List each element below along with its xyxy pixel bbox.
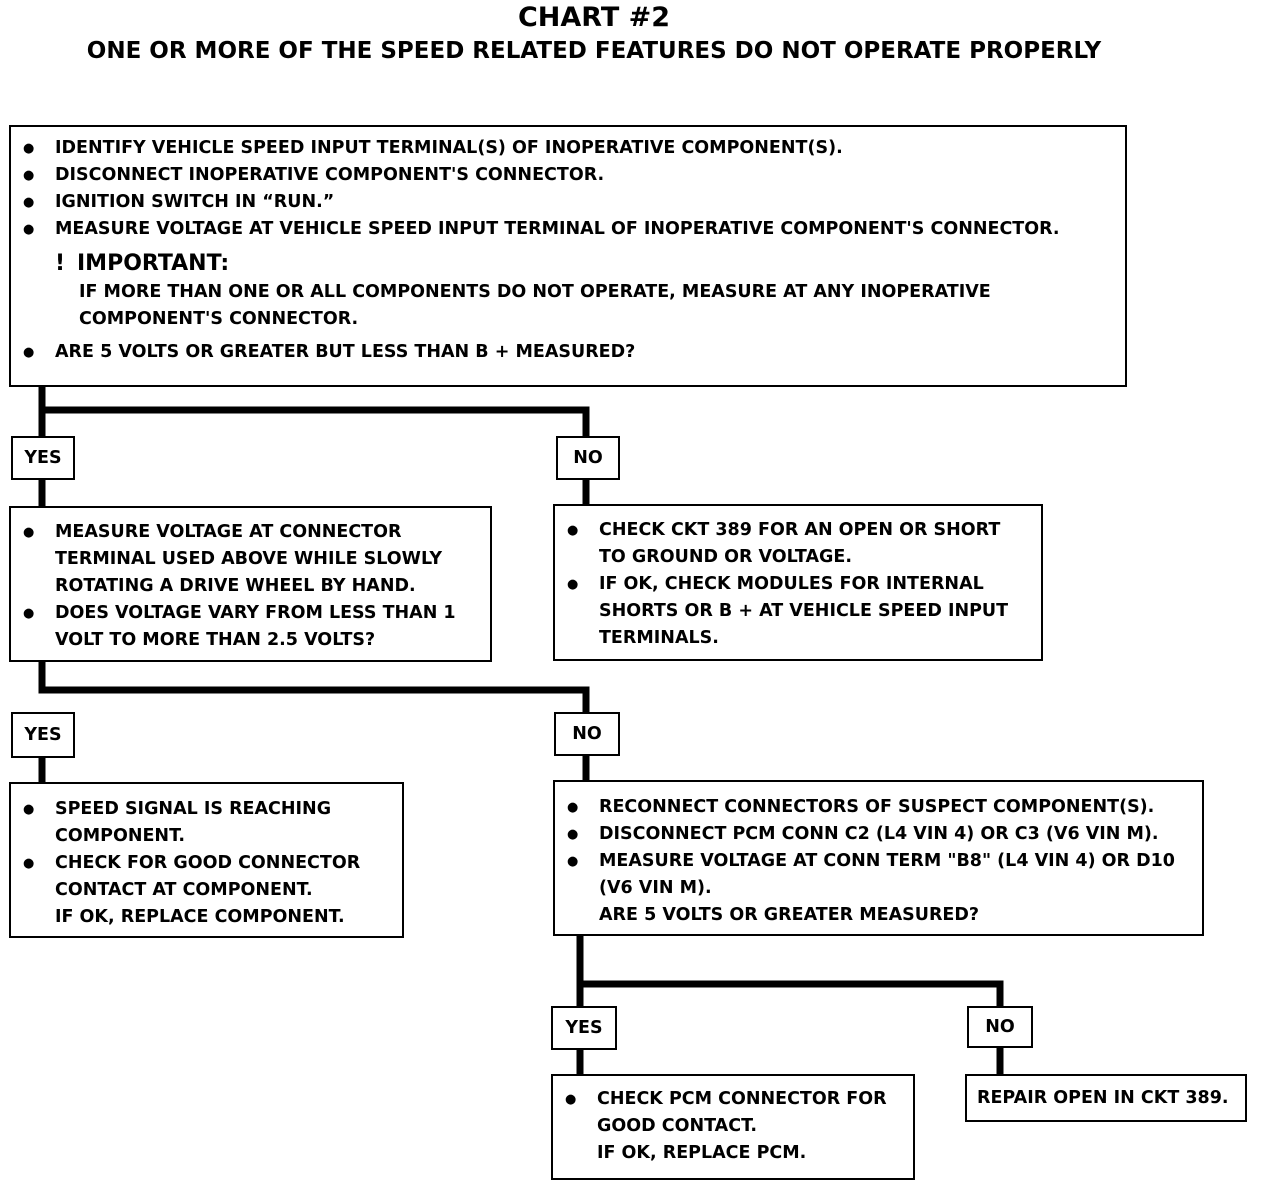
step-5-item-3: MEASURE VOLTAGE AT CONN TERM "B8" (L4 VI…	[555, 848, 1192, 902]
exclamation-icon: !	[55, 251, 66, 276]
chart-subtitle: ONE OR MORE OF THE SPEED RELATED FEATURE…	[86, 38, 1102, 64]
no-label-2: NO	[554, 712, 620, 756]
step-4-item-2: CHECK FOR GOOD CONNECTOR CONTACT AT COMP…	[11, 850, 394, 904]
yes-label-1: YES	[11, 436, 75, 480]
step-1-item-1: IDENTIFY VEHICLE SPEED INPUT TERMINAL(S)…	[11, 135, 1125, 162]
step-6-item-1: CHECK PCM CONNECTOR FOR GOOD CONTACT.	[553, 1086, 905, 1140]
step-4-item-1: SPEED SIGNAL IS REACHING COMPONENT.	[11, 796, 394, 850]
step-1-item-3: IGNITION SWITCH IN “RUN.”	[11, 189, 1125, 216]
chart-title: CHART #2	[517, 2, 671, 33]
branch-line-2	[38, 656, 590, 716]
step-3-item-1: CHECK CKT 389 FOR AN OPEN OR SHORT TO GR…	[555, 517, 1031, 571]
step-1-item-2: DISCONNECT INOPERATIVE COMPONENT'S CONNE…	[11, 162, 1125, 189]
step-3-item-2: IF OK, CHECK MODULES FOR INTERNAL SHORTS…	[555, 571, 1031, 652]
step-4-extra: IF OK, REPLACE COMPONENT.	[55, 907, 345, 927]
step-7-text: REPAIR OPEN IN CKT 389.	[977, 1088, 1229, 1108]
no-label-1: NO	[556, 436, 620, 480]
step-2-question: DOES VOLTAGE VARY FROM LESS THAN 1 VOLT …	[11, 600, 482, 654]
step-1-question: ARE 5 VOLTS OR GREATER BUT LESS THAN B +…	[11, 339, 1125, 366]
step-5-item-1: RECONNECT CONNECTORS OF SUSPECT COMPONEN…	[555, 794, 1192, 821]
step-2-item-1: MEASURE VOLTAGE AT CONNECTOR TERMINAL US…	[11, 519, 482, 600]
step-1-item-4: MEASURE VOLTAGE AT VEHICLE SPEED INPUT T…	[11, 216, 1125, 243]
step-box-7: REPAIR OPEN IN CKT 389.	[965, 1074, 1247, 1122]
no-label-3: NO	[967, 1006, 1033, 1048]
step-box-1: IDENTIFY VEHICLE SPEED INPUT TERMINAL(S)…	[9, 125, 1127, 387]
step-box-2: MEASURE VOLTAGE AT CONNECTOR TERMINAL US…	[9, 506, 492, 662]
yes-label-2: YES	[11, 712, 75, 758]
step-box-4: SPEED SIGNAL IS REACHING COMPONENT. CHEC…	[9, 782, 404, 938]
yes-label-3: YES	[551, 1006, 617, 1050]
branch-line-1	[38, 382, 590, 440]
step-6-extra: IF OK, REPLACE PCM.	[597, 1143, 807, 1163]
important-heading: ! IMPORTANT:	[11, 249, 1125, 279]
important-title: IMPORTANT:	[77, 251, 230, 276]
important-text: IF MORE THAN ONE OR ALL COMPONENTS DO NO…	[79, 282, 991, 329]
step-box-5: RECONNECT CONNECTORS OF SUSPECT COMPONEN…	[553, 780, 1204, 936]
step-box-3: CHECK CKT 389 FOR AN OPEN OR SHORT TO GR…	[553, 504, 1043, 661]
step-box-6: CHECK PCM CONNECTOR FOR GOOD CONTACT. IF…	[551, 1074, 915, 1180]
branch-line-3	[576, 930, 1004, 1012]
step-5-item-2: DISCONNECT PCM CONN C2 (L4 VIN 4) OR C3 …	[555, 821, 1192, 848]
step-5-question: ARE 5 VOLTS OR GREATER MEASURED?	[599, 905, 980, 925]
